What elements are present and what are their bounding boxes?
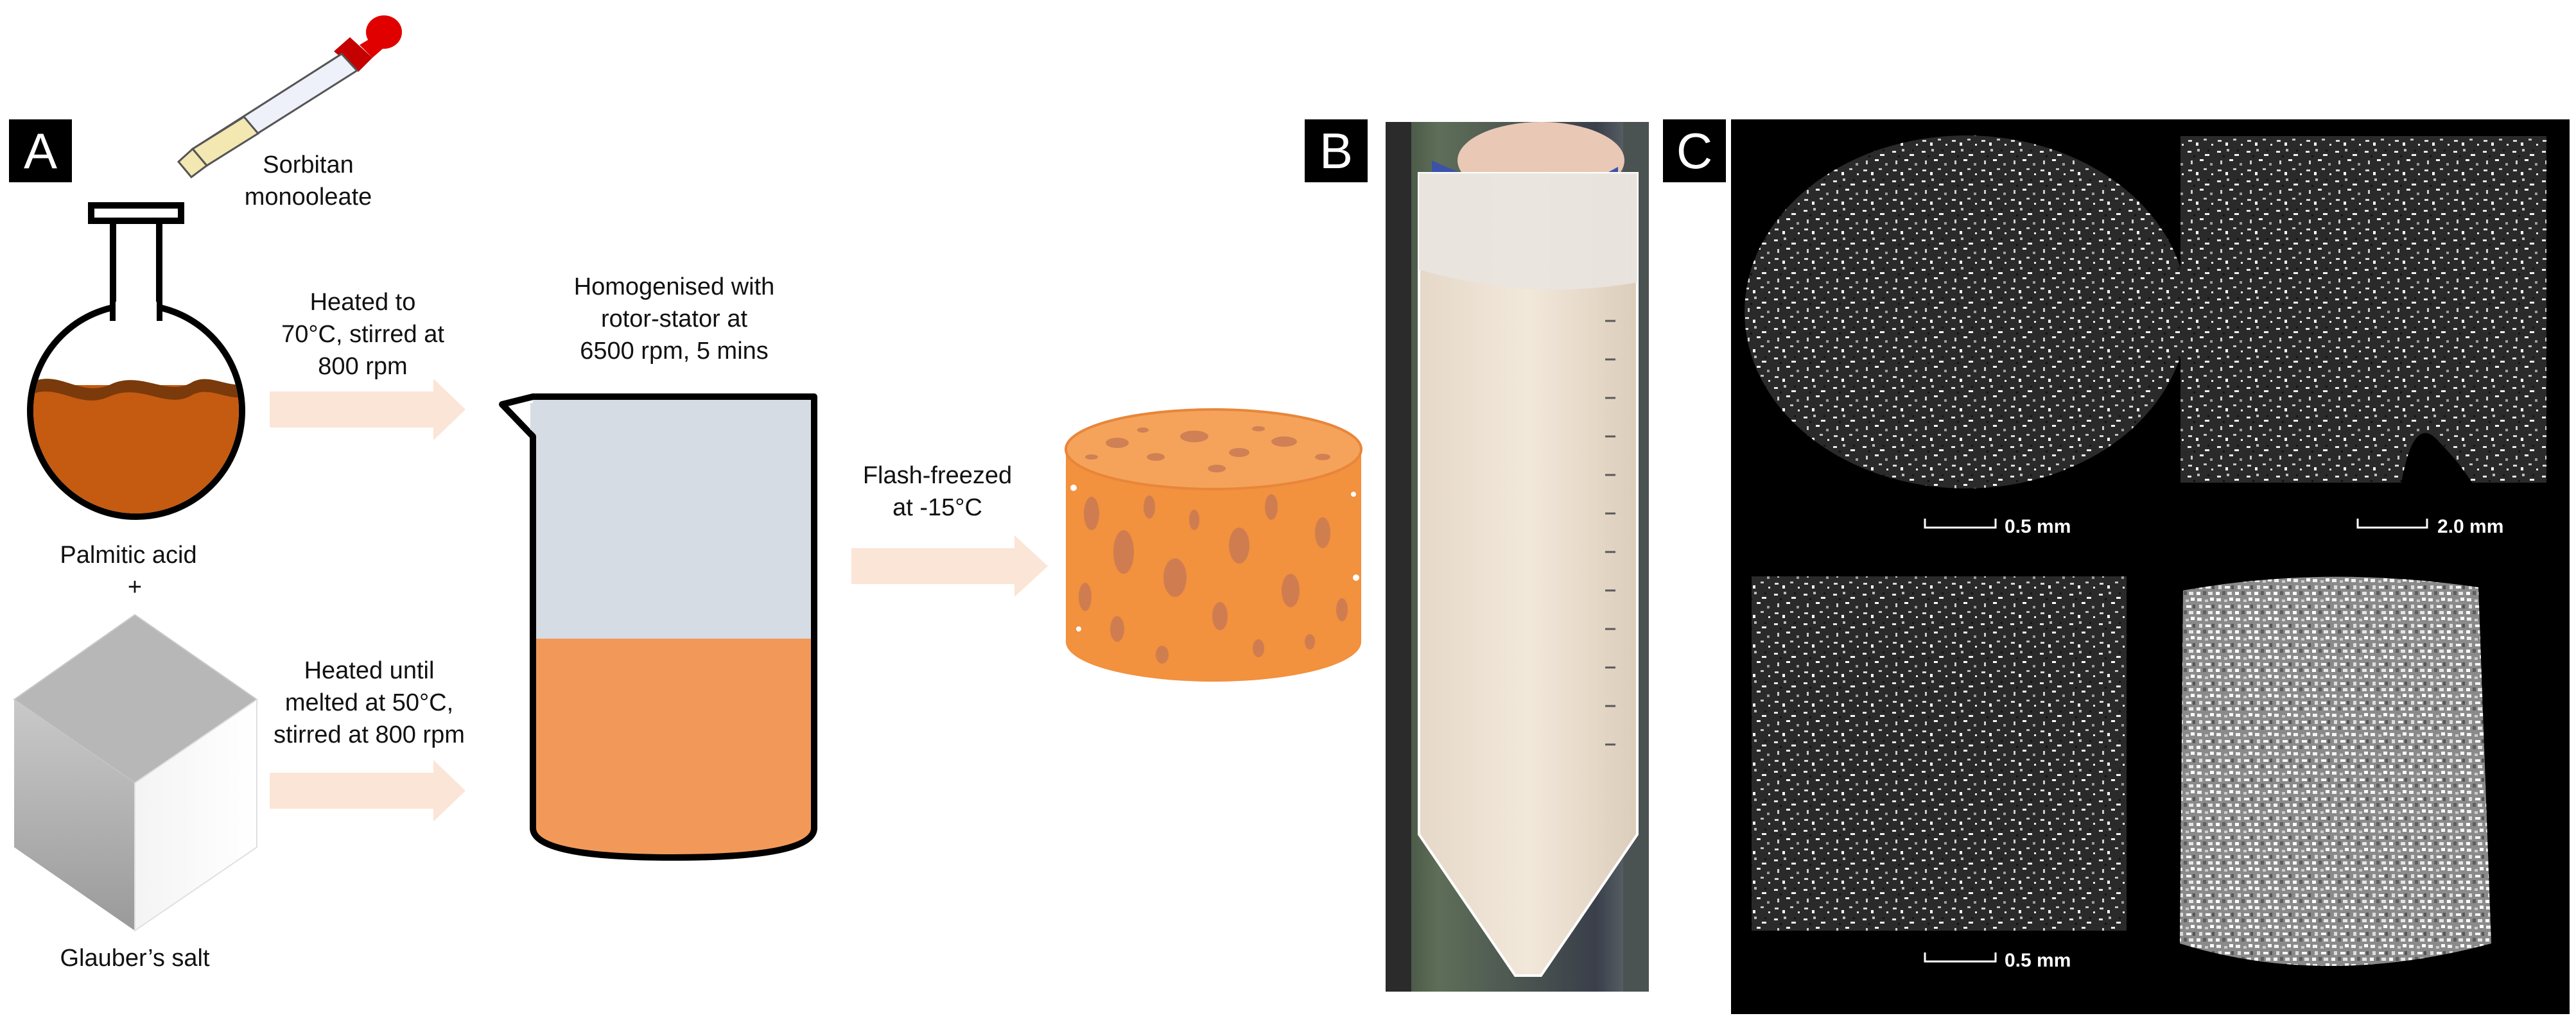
arrow-heat-50 — [270, 760, 466, 822]
panel-label-c: C — [1663, 119, 1726, 182]
salt-cube-icon — [13, 614, 258, 932]
glauber-salt-label: Glauber’s salt — [60, 945, 210, 972]
scale-bar-top-left — [1924, 519, 1997, 529]
plus-sign: + — [127, 574, 143, 601]
panel-label-a: A — [9, 119, 72, 182]
heat-50-caption: Heated until melted at 50°C, stirred at … — [274, 657, 465, 748]
flask-icon — [27, 202, 245, 520]
ct-volume-render — [2180, 576, 2491, 966]
emulsion-tube-photo — [1386, 122, 1649, 992]
arrow-heat-70 — [270, 379, 466, 440]
scale-bar-top-right — [2356, 519, 2428, 529]
scale-label-top-right: 2.0 mm — [2437, 516, 2504, 537]
panel-label-b: B — [1305, 119, 1368, 182]
arrow-flash-freeze — [851, 535, 1048, 597]
heat-70-caption: Heated to 70°C, stirred at 800 rpm — [281, 289, 444, 380]
ct-slice-top-left — [1745, 135, 2188, 488]
dropper-icon — [177, 15, 402, 179]
ct-slice-top-right — [2180, 136, 2546, 483]
homogenise-caption: Homogenised with rotor-stator at 6500 rp… — [573, 273, 775, 365]
palmitic-acid-label: Palmitic acid — [60, 542, 197, 569]
porous-sample-icon — [1065, 408, 1362, 682]
scale-label-top-left: 0.5 mm — [2005, 516, 2071, 537]
micro-ct-panel — [1731, 119, 2570, 1014]
beaker-icon — [499, 393, 817, 861]
ct-slice-bottom-left — [1752, 576, 2127, 931]
flash-freeze-caption: Flash-freezed at -15°C — [862, 462, 1013, 521]
scale-bar-bottom-left — [1924, 952, 1997, 963]
sorbitan-label: Sorbitan monooleate — [244, 151, 372, 211]
scale-label-bottom-left: 0.5 mm — [2005, 950, 2071, 971]
